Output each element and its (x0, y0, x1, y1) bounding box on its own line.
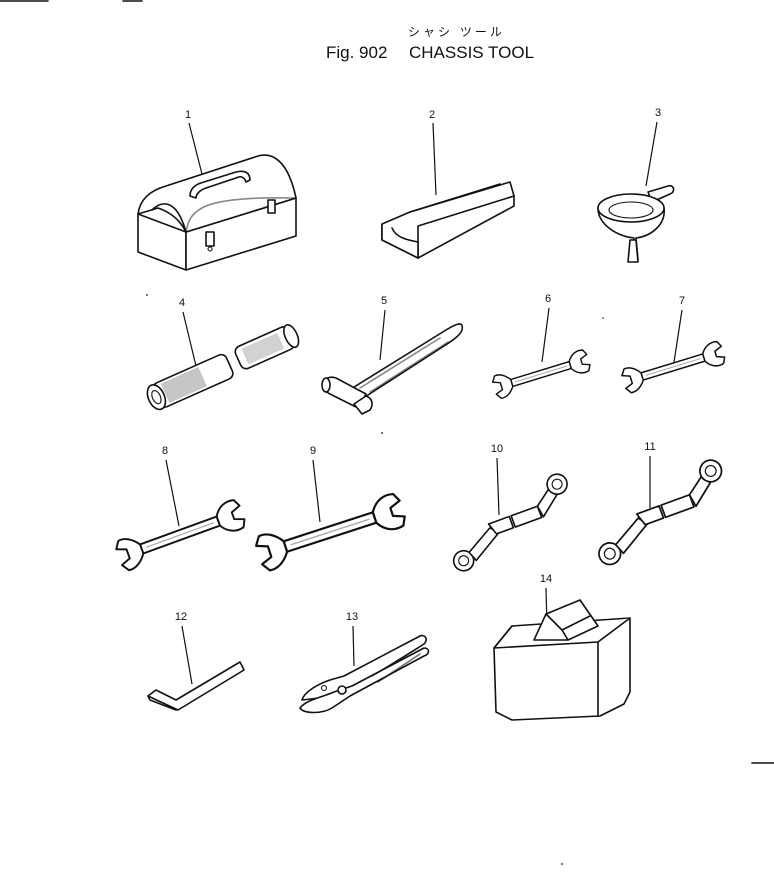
part-number: 13 (346, 611, 358, 623)
part-4: 4 (146, 297, 300, 411)
socket-wrench-icon (146, 324, 300, 411)
part-number: 10 (491, 443, 503, 455)
pliers-icon (299, 634, 430, 714)
part-number: 5 (381, 295, 387, 307)
part-2: 2 (381, 109, 515, 259)
open-end-wrench-icon (490, 347, 593, 401)
part-number: 9 (310, 445, 316, 457)
part-9: 9 (252, 445, 409, 574)
funnel-icon (597, 184, 675, 263)
part-14: 14 (493, 573, 631, 721)
figure-subtitle-japanese: シャシ ツール (408, 25, 505, 39)
wedge-block-icon (381, 181, 515, 259)
part-number: 1 (185, 109, 191, 121)
open-end-wrench-icon (252, 490, 409, 574)
header: シャシ ツール Fig. 902 CHASSIS TOOL (326, 25, 534, 62)
hex-key-icon (147, 661, 245, 711)
part-6: 6 (490, 293, 593, 401)
part-3: 3 (597, 107, 675, 263)
part-number: 12 (175, 611, 187, 623)
part-number: 7 (679, 295, 685, 307)
tool-box-icon (137, 154, 297, 271)
part-number: 11 (644, 441, 655, 453)
hammer-icon (321, 323, 464, 415)
part-number: 8 (162, 445, 168, 457)
part-10: 10 (436, 443, 585, 575)
figure-number: Fig. 902 (326, 43, 387, 62)
part-1: 1 (137, 109, 297, 271)
part-8: 8 (112, 445, 249, 573)
part-13: 13 (299, 611, 430, 714)
part-7: 7 (619, 295, 728, 395)
part-number: 3 (655, 107, 661, 119)
figure-title: CHASSIS TOOL (409, 43, 534, 62)
tool-case-icon (493, 599, 631, 721)
part-number: 4 (179, 297, 185, 309)
part-11: 11 (580, 441, 741, 569)
offset-box-wrench-icon (436, 470, 585, 575)
open-end-wrench-icon (112, 496, 249, 573)
corner-marks (0, 0, 774, 764)
part-number: 14 (540, 573, 552, 585)
offset-box-wrench-icon (580, 456, 741, 569)
part-number: 2 (429, 109, 435, 121)
part-12: 12 (147, 611, 245, 711)
part-number: 6 (545, 293, 551, 305)
open-end-wrench-icon (619, 339, 728, 395)
part-5: 5 (321, 295, 464, 415)
scan-specks (146, 294, 604, 865)
